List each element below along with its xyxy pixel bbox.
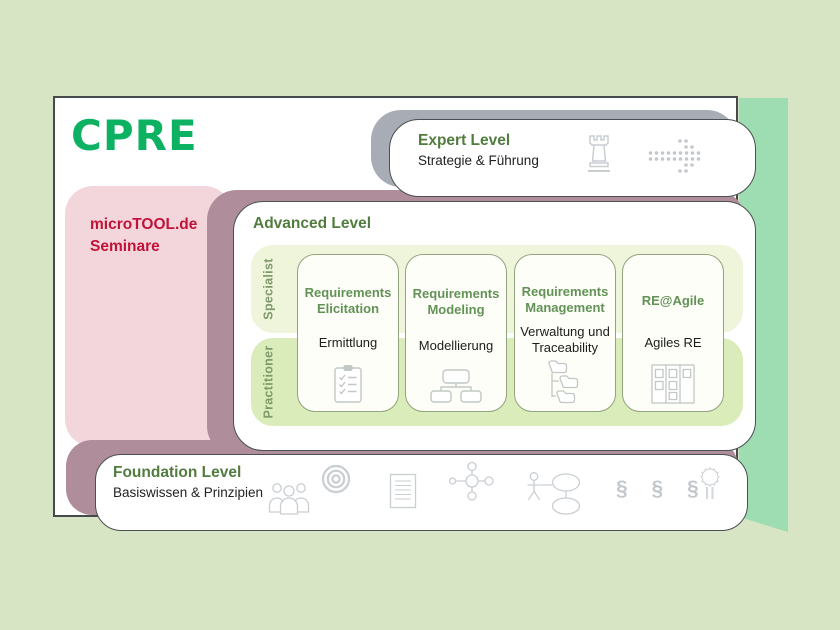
microtool-seminar-label: microTOOL.de Seminare <box>90 216 198 256</box>
card-title: Requirements Elicitation <box>304 284 392 316</box>
card-requirements-elicitation: Requirements Elicitation Ermittlung <box>297 254 399 412</box>
rosette-icon <box>696 464 724 510</box>
people-group-icon <box>266 479 312 515</box>
foundation-level-box: Foundation Level Basiswissen & Prinzipie… <box>95 454 748 531</box>
card-requirements-modeling: Requirements Modeling Modellierung <box>405 254 507 412</box>
advanced-level-title: Advanced Level <box>253 215 372 232</box>
microtool-seminar-box <box>65 186 232 447</box>
card-subtitle: Agiles RE <box>644 335 702 351</box>
network-icon <box>448 461 496 503</box>
card-re-agile: RE@Agile Agiles RE <box>622 254 724 412</box>
cpre-logo: CPRE <box>71 111 198 160</box>
paragraph-icon: § § § <box>616 477 708 500</box>
diagram-boxes-icon <box>427 367 485 411</box>
card-title: RE@Agile <box>641 292 705 308</box>
folder-tree-icon <box>545 359 585 411</box>
expert-level-subtitle: Strategie & Führung <box>418 153 539 168</box>
practitioner-track-label-wrap: Practitioner <box>251 338 287 426</box>
card-subtitle: Ermittlung <box>318 335 378 351</box>
card-subtitle: Modellierung <box>418 338 494 354</box>
card-subtitle: Verwaltung und Traceability <box>520 324 610 355</box>
specialist-track-label-wrap: Specialist <box>251 245 287 333</box>
foundation-level-title: Foundation Level <box>113 464 242 481</box>
checklist-icon <box>332 363 364 411</box>
target-icon <box>320 463 352 495</box>
expert-level-title: Expert Level <box>418 132 511 149</box>
expert-level-box: Expert Level Strategie & Führung <box>389 119 756 197</box>
usecase-icon <box>526 469 590 515</box>
advanced-level-box: Advanced Level Specialist Practitioner R… <box>233 201 756 451</box>
card-title: Requirements Management <box>521 283 609 315</box>
card-requirements-management: Requirements Management Verwaltung und T… <box>514 254 616 412</box>
foundation-level-subtitle: Basiswissen & Prinzipien <box>113 485 264 500</box>
document-icon <box>388 472 418 510</box>
rook-icon <box>582 132 616 178</box>
specialist-track-label: Specialist <box>262 258 276 320</box>
practitioner-track-label: Practitioner <box>262 345 277 419</box>
dotted-arrow-icon <box>648 138 702 176</box>
kanban-board-icon <box>650 363 696 411</box>
card-title: Requirements Modeling <box>412 285 500 317</box>
